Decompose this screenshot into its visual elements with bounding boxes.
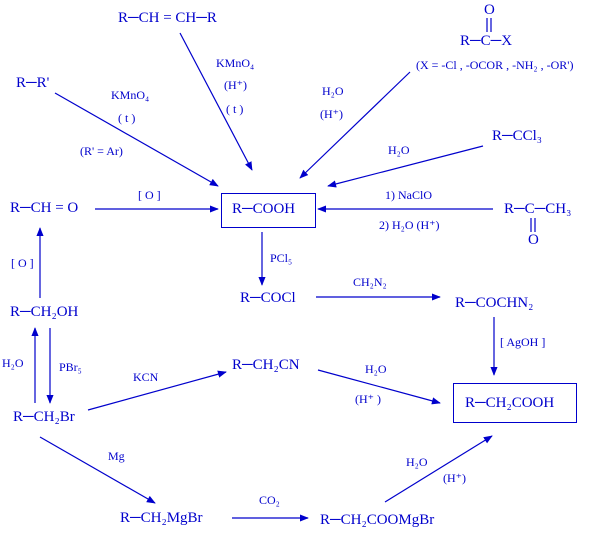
- acid-chloride: R─COCl: [240, 290, 296, 306]
- aldehyde: R─CH = O: [10, 200, 79, 216]
- carboxylic-acid: R─COOH: [232, 201, 296, 217]
- reagent-oxidation: [ O ]: [138, 188, 161, 202]
- arrow-salt-to-homoacid: [384, 435, 493, 503]
- reagent-kmno4-alkene: KMnO₄: [216, 56, 255, 70]
- alcohol: R─CH₂OH: [10, 304, 79, 320]
- reagent-kmno4-rr: KMnO₄: [111, 88, 150, 102]
- acyl-compound: R─C─X: [460, 33, 513, 49]
- reagent-heat-alkene: ( t ): [226, 102, 244, 116]
- diazoketone: R─COCHN₂: [455, 295, 534, 311]
- acyl-oxygen: O: [484, 2, 495, 18]
- homologated-acid: R─CH₂COOH: [465, 395, 555, 411]
- arrow-rccl3-to-acid: [327, 145, 484, 188]
- r-r-prime: R─R': [16, 75, 50, 91]
- reagent-water-bromide: H₂O: [2, 356, 24, 370]
- arrow-alkene-to-acid: [179, 32, 253, 171]
- reagent-h-plus-nitrile: (H⁺ ): [355, 392, 381, 406]
- reagent-h-plus-alkene: (H⁺): [224, 78, 247, 92]
- reagent-magnesium: Mg: [108, 449, 125, 463]
- reagent-water-ccl3: H₂O: [388, 143, 410, 157]
- acid-box: [221, 193, 316, 228]
- trichloromethyl: R─CCl₃: [492, 128, 543, 144]
- reagent-silver-hydroxide: [ AgOH ]: [500, 335, 546, 349]
- nitrile: R─CH₂CN: [232, 357, 300, 373]
- arrow-rr-to-acid: [54, 92, 219, 187]
- alkene: R─CH = CH─R: [118, 10, 217, 26]
- reagent-pbr5: PBr₅: [59, 360, 82, 374]
- reagent-water-nitrile: H₂O: [365, 362, 387, 376]
- arrow-bromide-to-nitrile: [87, 370, 227, 411]
- reagent-heat-rr: ( t ): [118, 111, 136, 125]
- acyl-x-note: (X = -Cl , -OCOR , -NH₂ , -OR'): [416, 58, 574, 72]
- reagent-water-acyl: H₂O: [322, 84, 344, 98]
- reagent-water-acidic: 2) H₂O (H⁺): [379, 218, 440, 232]
- arrow-acyl-to-acid: [299, 71, 411, 179]
- reagent-kcn: KCN: [133, 370, 159, 384]
- homologated-acid-box: [453, 383, 577, 423]
- arrow-nitrile-to-homoacid: [317, 369, 441, 405]
- arrow-bromide-to-grignard: [39, 436, 156, 504]
- reagent-naclo: 1) NaClO: [385, 188, 432, 202]
- ketone-oxygen: O: [528, 232, 539, 248]
- reagent-h-plus-acyl: (H⁺): [320, 107, 343, 121]
- reagent-oxidation-alcohol: [ O ]: [11, 256, 34, 270]
- reagent-water-salt: H₂O: [406, 455, 428, 469]
- alkyl-bromide: R─CH₂Br: [13, 409, 75, 425]
- carboxylate-salt: R─CH₂COOMgBr: [320, 512, 435, 528]
- reagent-co2: CO₂: [259, 493, 280, 507]
- reagent-h-plus-salt: (H⁺): [443, 471, 466, 485]
- r-prime-note: (R' = Ar): [80, 144, 123, 158]
- reagent-pcl5: PCl₅: [270, 251, 293, 265]
- reagent-diazomethane: CH₂N₂: [353, 275, 387, 289]
- methyl-ketone: R─C─CH₃: [504, 201, 572, 217]
- grignard-reagent: R─CH₂MgBr: [120, 510, 203, 526]
